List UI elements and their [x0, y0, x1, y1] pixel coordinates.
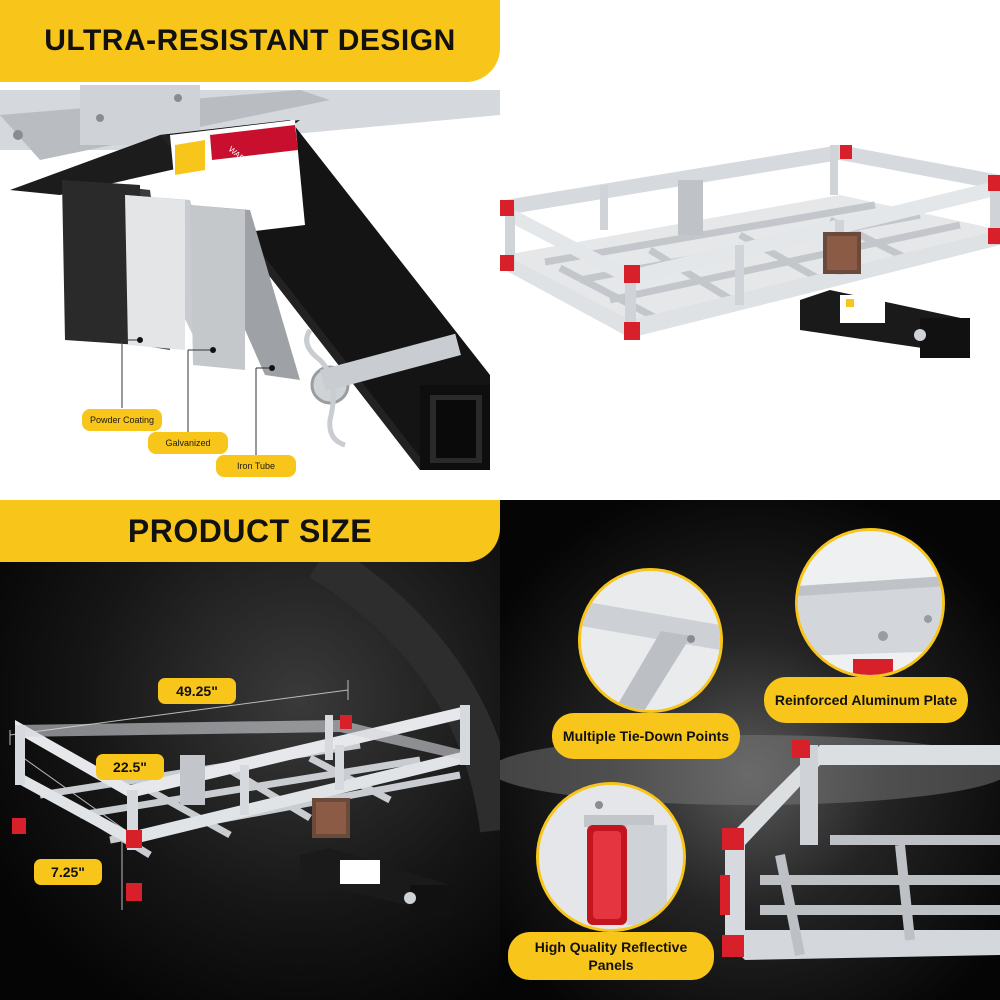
hitch-cross-section-illustration: WARNING [0, 85, 500, 470]
aluminum-plate-detail-image [798, 531, 942, 675]
reinforced-aluminum-plate-callout: Reinforced Aluminum Plate [764, 677, 968, 723]
tie-down-detail-circle [578, 568, 723, 713]
width-dimension-label: 22.5" [96, 754, 164, 780]
reflective-panel-detail-circle [536, 782, 686, 932]
aluminum-plate-detail-circle [795, 528, 945, 678]
panel-product-size: PRODUCT SIZE 49.25" 22.5" 7.25" [0, 500, 500, 1000]
reflective-panels-callout: High Quality Reflective Panels [508, 932, 714, 980]
product-size-illustration [0, 500, 500, 1000]
length-dimension-label: 49.25" [158, 678, 236, 704]
height-dimension-label: 7.25" [34, 859, 102, 885]
layer-label-powder-coating: Powder Coating [82, 409, 162, 431]
ultra-resistant-design-banner: ULTRA-RESISTANT DESIGN [0, 0, 500, 82]
cargo-carrier-illustration [500, 145, 1000, 358]
product-size-banner: PRODUCT SIZE [0, 500, 500, 562]
panel-product-features: Multiple Tie-Down Points Reinforced Alum… [500, 500, 1000, 1000]
reflective-panel-detail-image [539, 785, 683, 929]
layer-label-galvanized: Galvanized [148, 432, 228, 454]
panel-ultra-resistant-design: WARNING ULTRA-RESISTANT DESIGN Powder Co… [0, 0, 500, 500]
panel-product-overview [500, 0, 1000, 500]
layer-label-iron-tube: Iron Tube [216, 455, 296, 477]
tie-down-points-callout: Multiple Tie-Down Points [552, 713, 740, 759]
tie-down-detail-image [581, 571, 720, 710]
